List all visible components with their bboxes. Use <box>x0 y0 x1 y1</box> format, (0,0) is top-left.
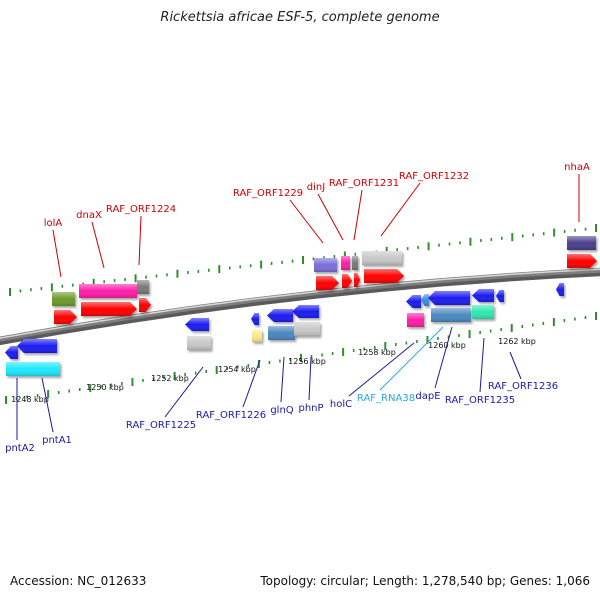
genome-summary-text: Topology: circular; Length: 1,278,540 bp… <box>260 574 590 588</box>
gene-arrow-shine <box>185 318 209 331</box>
label-raf-orf1231: RAF_ORF1231 <box>329 178 399 189</box>
label-phnP-leader <box>308 356 312 401</box>
label-dinJ: dinJ <box>307 182 325 193</box>
feature-raf-orf1229-shine <box>314 258 337 272</box>
feature-pntA2-pntA1-shine <box>6 362 60 376</box>
cds-arrow-shine <box>54 310 77 324</box>
genome-backbone <box>0 267 600 342</box>
label-raf-orf1235: RAF_ORF1235 <box>445 395 515 406</box>
gene-arrow-shine <box>267 309 293 322</box>
feature-raf-orf1225-shine <box>187 336 211 350</box>
label-dnaX: dnaX <box>76 210 102 221</box>
cds-arrow-shine <box>567 254 597 268</box>
label-nhaA: nhaA <box>564 162 590 173</box>
feature-dinJ-shine <box>341 256 350 270</box>
label-raf-orf1236-leader <box>509 351 522 380</box>
cds-arrow-shine <box>342 274 352 288</box>
cds-arrow-shine <box>354 273 360 287</box>
feature-nhaA-shine <box>567 236 596 250</box>
label-raf-rna38: RAF_RNA38 <box>357 393 415 404</box>
diagram-title: Rickettsia africae ESF-5, complete genom… <box>160 10 440 25</box>
label-raf-orf1236: RAF_ORF1236 <box>488 381 558 392</box>
gene-arrow-shine <box>292 305 319 318</box>
label-raf-rna38-leader <box>379 326 444 391</box>
gene-arrow-shine <box>428 291 470 305</box>
feature-dnaX-shine <box>79 284 137 298</box>
label-dapE: dapE <box>415 391 440 402</box>
label-pntA1: pntA1 <box>42 435 72 446</box>
label-raf-orf1229: RAF_ORF1229 <box>233 188 303 199</box>
gene-arrow-shine <box>5 346 18 359</box>
scale-label: 1256 kbp <box>288 357 326 366</box>
cds-arrow-shine <box>316 276 339 290</box>
feature-raf-orf1235-shine <box>472 305 494 319</box>
cds-arrow-shine <box>81 302 137 316</box>
scale-label: 1254 kbp <box>218 365 256 374</box>
scale-label: 1258 kbp <box>358 348 396 357</box>
label-raf-orf1232: RAF_ORF1232 <box>399 171 469 182</box>
scale-label: 1252 kbp <box>151 374 189 383</box>
gene-arrow-shine <box>17 339 57 353</box>
label-raf-orf1226-leader <box>242 359 261 408</box>
label-raf-orf1225-leader <box>164 366 204 418</box>
label-raf-orf1229-leader <box>289 199 324 244</box>
feature-raf-orf1226-shine <box>252 330 262 342</box>
gene-arrow-shine <box>556 283 564 296</box>
scale-label: 1250 kbp <box>86 383 124 392</box>
rna-arrow-shine <box>421 294 429 306</box>
label-lolA-leader <box>52 229 62 278</box>
label-pntA1-leader <box>41 377 54 433</box>
label-raf-orf1226: RAF_ORF1226 <box>196 410 266 421</box>
scale-label: 1262 kbp <box>498 337 536 346</box>
scale-label: 1248 kbp <box>11 395 49 404</box>
feature-raf-orf1232-shine <box>362 251 402 265</box>
label-glnQ-leader <box>280 356 285 403</box>
label-pntA2: pntA2 <box>5 443 35 454</box>
label-phnP: phnP <box>298 403 323 414</box>
feature-raf-orf1231-shine <box>352 256 358 270</box>
label-dnaX-leader <box>91 221 105 269</box>
accession-text: Accession: NC_012633 <box>10 574 147 588</box>
label-lolA: lolA <box>44 218 63 229</box>
gene-arrow-shine <box>472 289 494 302</box>
label-holC-leader <box>348 342 415 397</box>
label-raf-orf1225: RAF_ORF1225 <box>126 420 196 431</box>
genome-backbone-highlight <box>0 268 600 339</box>
label-raf-orf1224-leader <box>138 215 142 266</box>
label-holC: holC <box>330 399 352 410</box>
cds-arrow-shine <box>364 269 404 283</box>
label-dapE-leader <box>434 326 453 389</box>
feature-phnP-shine <box>294 322 320 336</box>
feature-raf-orf1224-shine <box>137 280 149 294</box>
gene-arrow-shine <box>406 295 421 308</box>
label-raf-orf1232-leader <box>380 182 421 237</box>
label-glnQ: glnQ <box>270 405 293 416</box>
feature-dapE-shine <box>431 308 471 322</box>
label-raf-orf1231-leader <box>353 189 363 241</box>
feature-lolA-shine <box>52 292 75 306</box>
label-raf-orf1235-leader <box>479 337 485 393</box>
cds-arrow-shine <box>139 298 151 312</box>
gene-arrow-shine <box>251 313 259 325</box>
feature-glnQ-shine <box>268 326 295 340</box>
label-dinJ-leader <box>317 193 344 241</box>
gene-arrow-shine <box>496 290 504 302</box>
feature-holC-shine <box>407 313 424 327</box>
label-raf-orf1224: RAF_ORF1224 <box>106 204 176 215</box>
